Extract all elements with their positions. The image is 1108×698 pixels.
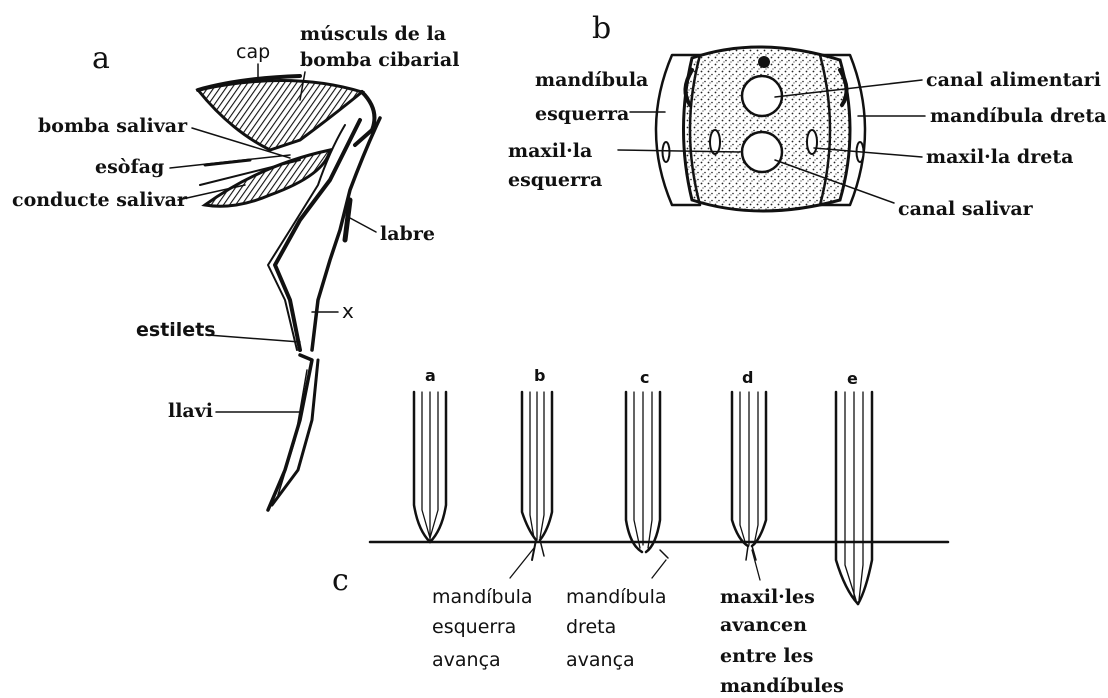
caption-b-line3: avança	[432, 649, 501, 671]
caption-c-line3: avança	[566, 649, 635, 671]
label-stylets: estilets	[136, 319, 216, 341]
caption-b-line1: mandíbula	[432, 586, 533, 608]
stylet-stage-a	[414, 392, 446, 542]
label-left-maxilla-line2: esquerra	[508, 169, 602, 191]
stage-label-b: b	[534, 366, 545, 385]
caption-d-line2: avancen	[720, 614, 807, 636]
label-esophagus: esòfag	[95, 156, 164, 178]
label-cap: cap	[236, 41, 270, 63]
cross-section-drawing	[656, 47, 865, 211]
label-right-mandible: mandíbula dreta	[930, 105, 1106, 127]
label-labrum: labre	[380, 223, 435, 245]
panel-b-letter: b	[592, 11, 611, 46]
leader-caption-d	[752, 550, 760, 580]
label-left-mandible-line2: esquerra	[535, 103, 629, 125]
stage-label-a: a	[425, 366, 436, 385]
stylet-stage-d	[732, 392, 766, 560]
caption-d-line1: maxil·les	[720, 586, 815, 608]
stylet-stage-c	[626, 392, 668, 558]
leader-stylets	[208, 335, 300, 342]
label-labium: llavi	[168, 400, 213, 422]
label-salivary-pump: bomba salivar	[38, 115, 188, 137]
panel-b: b mandíbula esquerra maxil·la esquerra	[508, 11, 1106, 220]
panel-c-letter: c	[332, 563, 349, 598]
stage-label-c: c	[640, 368, 649, 387]
panel-c: c a b c d e	[332, 366, 948, 697]
leader-caption-c	[652, 560, 666, 578]
stylet-stage-e	[836, 392, 872, 604]
caption-b-line2: esquerra	[432, 616, 516, 638]
stage-label-d: d	[742, 368, 753, 387]
stylet-stage-b	[522, 392, 552, 560]
leader-caption-b	[510, 548, 534, 578]
caption-c-line1: mandíbula	[566, 586, 667, 608]
label-right-maxilla: maxil·la dreta	[926, 146, 1073, 168]
label-salivary-duct: conducte salivar	[12, 189, 188, 211]
caption-d-line4: mandíbules	[720, 675, 844, 697]
label-food-canal: canal alimentari	[926, 69, 1101, 91]
label-muscles-line2: bomba cibarial	[300, 49, 459, 71]
stage-label-e: e	[847, 369, 858, 388]
caption-d-line3: entre les	[720, 645, 813, 667]
head-drawing	[198, 76, 380, 510]
caption-c-line2: dreta	[566, 616, 616, 638]
label-salivary-canal: canal salivar	[898, 198, 1034, 220]
label-x: x	[342, 299, 354, 323]
panel-a-letter: a	[92, 41, 110, 76]
label-left-maxilla-line1: maxil·la	[508, 140, 592, 162]
leader-labrum	[350, 218, 376, 232]
label-left-mandible-line1: mandíbula	[535, 69, 648, 91]
panel-a: a cap músculs de la bomba cibarial	[12, 23, 459, 510]
label-muscles-line1: músculs de la	[300, 23, 446, 45]
